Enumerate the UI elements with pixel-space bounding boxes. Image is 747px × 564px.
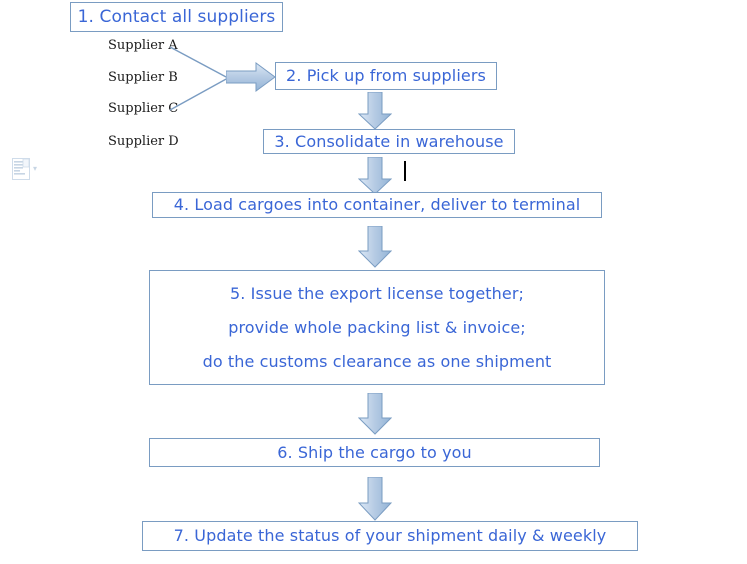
chevron-down-icon[interactable]: ▾ — [33, 164, 38, 173]
flow-step-6-box[interactable]: 6. Ship the cargo to you — [149, 438, 600, 467]
flow-step-1-box[interactable]: 1. Contact all suppliers — [70, 2, 283, 32]
arrow-step6-to-step7 — [358, 477, 392, 521]
supplier-label-c: Supplier C — [108, 101, 179, 116]
arrow-step3-to-step4 — [358, 157, 392, 195]
supplier-label-a: Supplier A — [108, 38, 178, 53]
paste-options-widget[interactable]: ▾ — [12, 158, 37, 180]
supplier-label-b: Supplier B — [108, 70, 178, 85]
supplier-merge-connector-lines — [169, 46, 229, 111]
flow-step-2-box[interactable]: 2. Pick up from suppliers — [275, 62, 497, 90]
flow-step-4-box[interactable]: 4. Load cargoes into container, deliver … — [152, 192, 602, 218]
arrow-step2-to-step3 — [358, 92, 392, 130]
arrow-step4-to-step5 — [358, 226, 392, 268]
flow-step-5-line-1: 5. Issue the export license together; — [230, 284, 524, 304]
flow-step-7-box[interactable]: 7. Update the status of your shipment da… — [142, 521, 638, 551]
text-caret — [404, 161, 406, 181]
flow-step-5-line-2: provide whole packing list & invoice; — [228, 317, 526, 337]
arrow-step5-to-step6 — [358, 393, 392, 435]
flow-step-3-box[interactable]: 3. Consolidate in warehouse — [263, 129, 515, 154]
merge-to-pickup-arrow — [226, 62, 276, 92]
paste-options-icon[interactable] — [12, 158, 30, 180]
flow-step-5-box[interactable]: 5. Issue the export license together; pr… — [149, 270, 605, 385]
flow-step-5-line-3: do the customs clearance as one shipment — [202, 351, 552, 371]
supplier-label-d: Supplier D — [108, 134, 179, 149]
